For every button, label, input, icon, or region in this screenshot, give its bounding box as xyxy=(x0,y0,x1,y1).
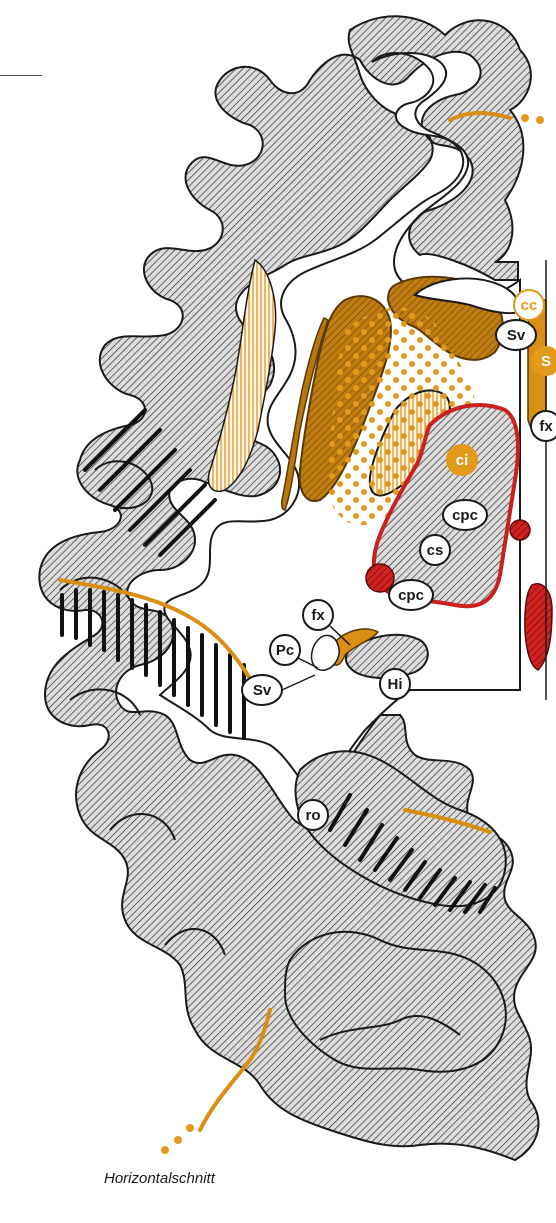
label-s: S xyxy=(532,347,556,375)
svg-text:cpc: cpc xyxy=(452,507,478,524)
svg-text:Sv: Sv xyxy=(253,682,272,699)
svg-text:fx: fx xyxy=(311,607,325,624)
label-hi: Hi xyxy=(380,669,410,699)
svg-text:cpc: cpc xyxy=(398,587,424,604)
svg-text:Sv: Sv xyxy=(507,327,526,344)
label-fx-right: fx xyxy=(531,411,556,441)
label-cs: cs xyxy=(420,535,450,565)
svg-text:ro: ro xyxy=(306,807,321,824)
svg-text:Hi: Hi xyxy=(388,676,403,693)
label-ci: ci xyxy=(447,445,477,475)
label-cc: cc xyxy=(514,290,544,320)
svg-text:S: S xyxy=(541,353,551,370)
label-sv-top: Sv xyxy=(496,320,536,350)
svg-text:ci: ci xyxy=(456,452,469,469)
label-ro: ro xyxy=(298,800,328,830)
label-cpc-upper: cpc xyxy=(443,500,487,530)
svg-text:Pc: Pc xyxy=(276,642,294,659)
svg-text:cc: cc xyxy=(521,297,538,314)
red-structure-right xyxy=(525,584,552,670)
svg-text:fx: fx xyxy=(539,418,553,435)
figure-caption: Horizontalschnitt xyxy=(104,1170,215,1187)
red-nucleus-right xyxy=(510,520,530,540)
red-nucleus-left xyxy=(366,564,394,592)
label-cpc-lower: cpc xyxy=(389,580,433,610)
svg-text:cs: cs xyxy=(427,542,444,559)
